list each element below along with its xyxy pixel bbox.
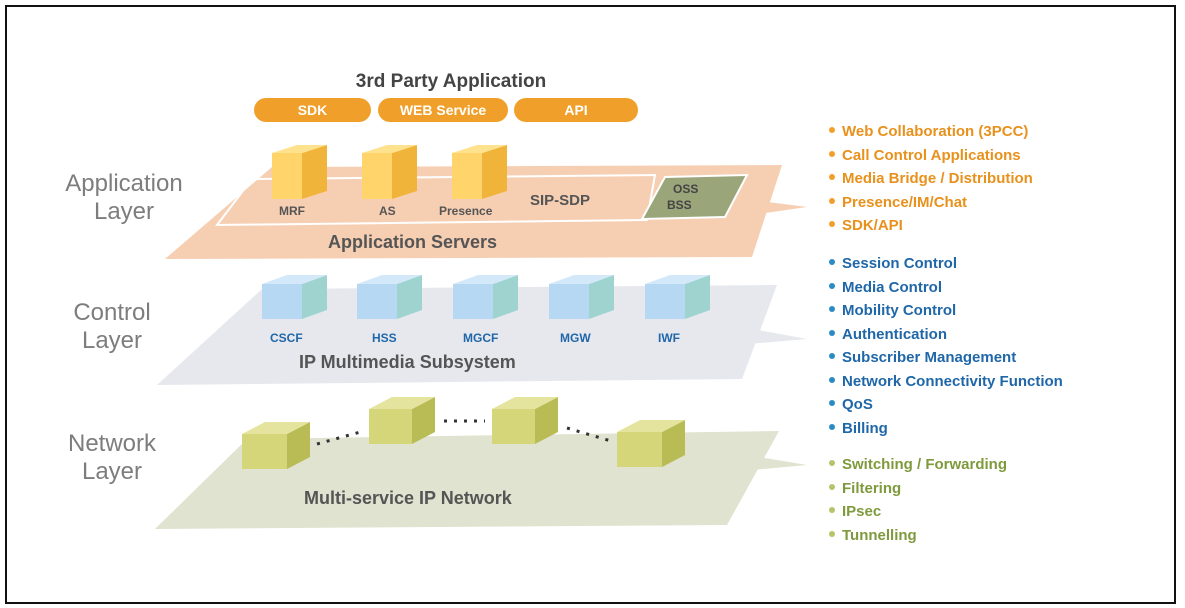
application-feature-list: Web Collaboration (3PCC) Call Control Ap… [829, 120, 1033, 238]
bullet-icon [829, 376, 835, 383]
list-item: Mobility Control [829, 299, 1063, 323]
bullet-icon [829, 353, 835, 359]
list-item: Call Control Applications [829, 144, 1033, 168]
list-item: IPsec [829, 500, 1007, 524]
network-link-3 [566, 426, 612, 443]
list-item: Switching / Forwarding [829, 453, 1007, 477]
network-cube-4 [617, 420, 685, 467]
ims-architecture-diagram: MRF AS Presence SIP-SDP OSS BSS Applicat… [155, 145, 807, 529]
control-cube-cscf [262, 275, 327, 319]
bullet-icon [829, 221, 835, 227]
network-cube-1 [242, 422, 310, 469]
network-layer-line1: Network [67, 430, 157, 457]
list-item: Billing [829, 417, 1063, 441]
network-layer-label: Network Layer [17, 430, 207, 486]
bullet-icon [829, 483, 835, 490]
control-node-label-mgw: MGW [560, 331, 591, 345]
control-node-label-cscf: CSCF [270, 331, 303, 345]
sip-sdp-label: SIP-SDP [530, 192, 590, 209]
bullet-icon [829, 259, 835, 265]
control-cube-mgcf [453, 275, 518, 319]
network-layer-line2: Layer [81, 458, 143, 485]
app-callout-pointer [752, 200, 807, 215]
bullet-icon [829, 282, 835, 289]
app-node-label-as: AS [379, 204, 396, 218]
app-cube-presence [452, 145, 507, 199]
list-item: Presence/IM/Chat [829, 191, 1033, 215]
bullet-icon [829, 150, 835, 157]
sip-sdp-outline [214, 173, 657, 227]
list-item: Media Control [829, 276, 1063, 300]
list-item: Web Collaboration (3PCC) [829, 120, 1033, 144]
control-layer-line1: Control [73, 299, 151, 326]
control-node-label-mgcf: MGCF [463, 331, 498, 345]
control-callout-pointer [737, 327, 807, 345]
control-layer-label: Control Layer [17, 299, 207, 355]
network-cube-3 [492, 397, 558, 444]
control-node-label-hss: HSS [372, 331, 397, 345]
list-item: QoS [829, 393, 1063, 417]
bullet-icon [829, 423, 835, 430]
bullet-icon [829, 400, 835, 406]
network-cube-2 [369, 397, 435, 444]
ims-platform-label: IP Multimedia Subsystem [299, 352, 516, 372]
app-cube-as [362, 145, 417, 199]
oss-bss-box [640, 173, 749, 221]
list-item: Session Control [829, 252, 1063, 276]
app-node-label-mrf: MRF [279, 204, 305, 218]
oss-label: OSS [673, 182, 698, 196]
bullet-icon [829, 507, 835, 513]
list-item: Subscriber Management [829, 346, 1063, 370]
network-link-1 [316, 429, 365, 446]
app-cube-mrf [272, 145, 327, 199]
application-layer-label: Application Layer [29, 170, 219, 226]
bullet-icon [829, 530, 835, 537]
bullet-icon [829, 197, 835, 204]
application-layer-line1: Application [65, 170, 183, 197]
diagram-frame: MRF AS Presence SIP-SDP OSS BSS Applicat… [5, 5, 1176, 604]
third-party-title: 3rd Party Application [355, 71, 547, 92]
list-item: Media Bridge / Distribution [829, 167, 1033, 191]
bullet-icon [829, 460, 835, 466]
control-feature-list: Session Control Media Control Mobility C… [829, 252, 1063, 440]
application-servers-label: Application Servers [328, 232, 497, 252]
control-layer-line2: Layer [81, 327, 143, 354]
network-callout-pointer [742, 455, 807, 471]
bullet-icon [829, 306, 835, 312]
sdk-pill: SDK [254, 98, 371, 122]
bullet-icon [829, 329, 835, 336]
control-cube-hss [357, 275, 422, 319]
control-node-label-iwf: IWF [658, 331, 680, 345]
list-item: Network Connectivity Function [829, 370, 1063, 394]
web-service-pill: WEB Service [378, 98, 508, 122]
list-item: Filtering [829, 477, 1007, 501]
list-item: Tunnelling [829, 524, 1007, 548]
list-item: Authentication [829, 323, 1063, 347]
application-layer-line2: Layer [93, 198, 155, 225]
network-platform-label: Multi-service IP Network [304, 488, 513, 508]
bss-label: BSS [667, 198, 692, 212]
list-item: SDK/API [829, 214, 1033, 238]
api-pill: API [514, 98, 638, 122]
bullet-icon [829, 174, 835, 180]
control-cube-mgw [549, 275, 614, 319]
app-node-label-presence: Presence [439, 204, 493, 218]
bullet-icon [829, 127, 835, 133]
control-cube-iwf [645, 275, 710, 319]
network-feature-list: Switching / Forwarding Filtering IPsec T… [829, 453, 1007, 547]
